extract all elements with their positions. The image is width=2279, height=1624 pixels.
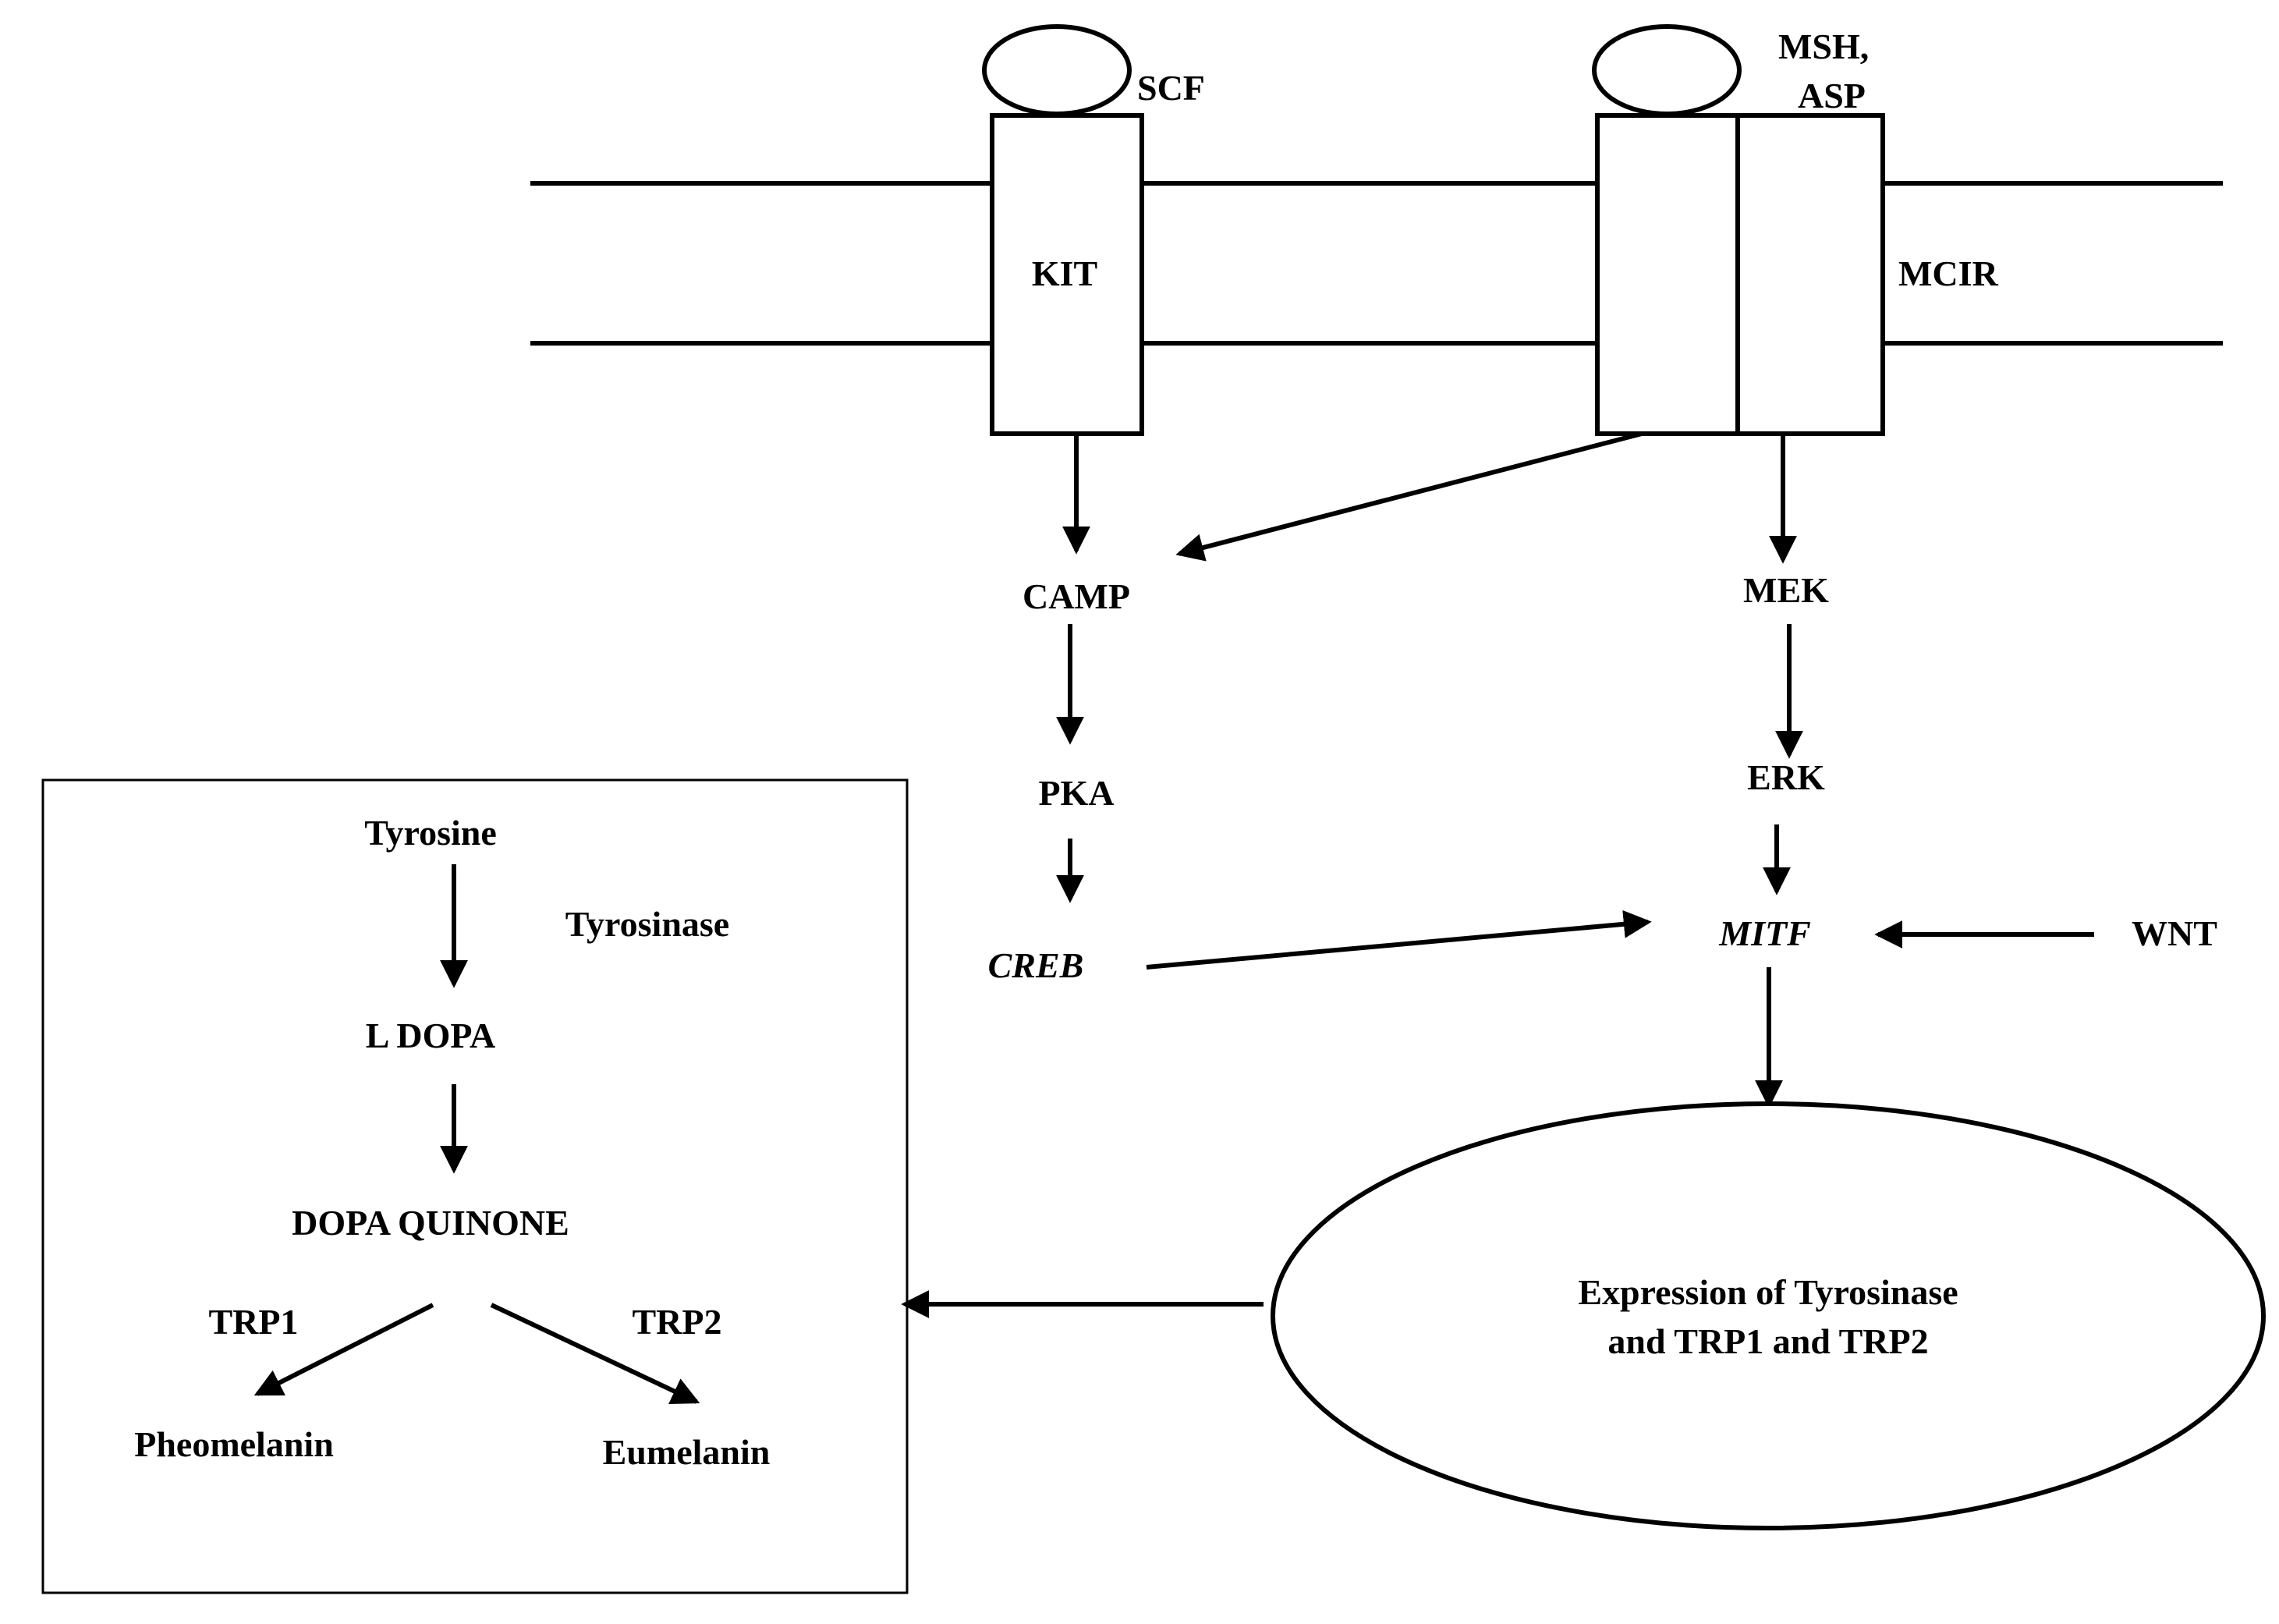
pheomelanin-label: Pheomelanin bbox=[134, 1424, 334, 1464]
kit-label: KIT bbox=[1032, 254, 1097, 293]
msh-label: MSH, bbox=[1778, 27, 1869, 66]
trp1-label: TRP1 bbox=[209, 1302, 299, 1342]
mcir-label: MCIR bbox=[1898, 254, 1999, 293]
mcir-receptor-right bbox=[1735, 113, 1885, 436]
arrow-mcir-to-camp bbox=[1175, 431, 1643, 562]
eumelanin-label: Eumelanin bbox=[603, 1432, 771, 1472]
kit-receptor bbox=[990, 113, 1144, 436]
scf-label: SCF bbox=[1137, 68, 1205, 108]
dopa-quinone-label: DOPA QUINONE bbox=[292, 1203, 569, 1243]
melanin-synthesis-box bbox=[41, 778, 909, 1594]
creb-label: CREB bbox=[988, 945, 1084, 985]
expression-line2: and TRP1 and TRP2 bbox=[1607, 1321, 1928, 1361]
mitf-label: MITF bbox=[1718, 913, 1811, 953]
trp2-label: TRP2 bbox=[633, 1302, 722, 1342]
pka-label: PKA bbox=[1038, 773, 1114, 813]
expression-line1: Expression of Tyrosinase bbox=[1578, 1272, 1958, 1312]
tyrosinase-label: Tyrosinase bbox=[565, 904, 729, 944]
camp-label: CAMP bbox=[1023, 576, 1130, 616]
scf-ligand bbox=[982, 24, 1132, 116]
msh-asp-ligand bbox=[1592, 24, 1742, 116]
mek-label: MEK bbox=[1743, 570, 1829, 610]
tyrosine-label: Tyrosine bbox=[364, 813, 497, 853]
arrow-creb-to-mitf bbox=[1146, 910, 1652, 970]
arrow-to-eumelanin bbox=[490, 1303, 700, 1404]
mcir-receptor-left bbox=[1595, 113, 1740, 436]
asp-label: ASP bbox=[1798, 76, 1866, 115]
arrow-to-pheomelanin bbox=[253, 1303, 434, 1396]
expression-ellipse bbox=[1271, 1101, 2266, 1530]
erk-label: ERK bbox=[1747, 757, 1825, 797]
l-dopa-label: L DOPA bbox=[366, 1016, 496, 1055]
wnt-label: WNT bbox=[2132, 913, 2217, 953]
